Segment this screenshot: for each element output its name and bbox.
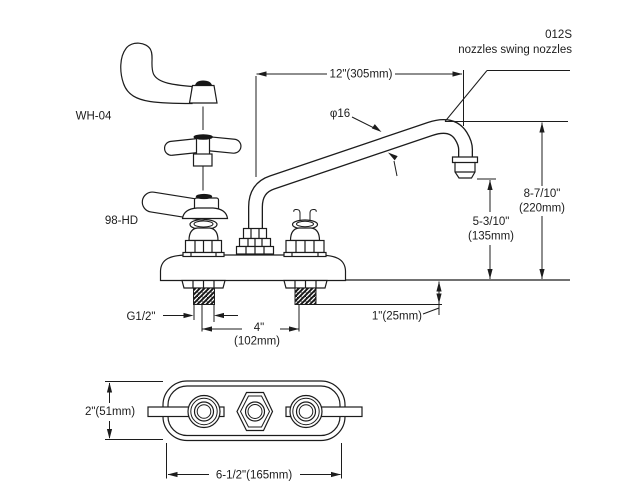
valve-hub-right (289, 394, 323, 429)
dim-spout-clearance: 5-3/10" (135mm) (468, 178, 514, 279)
dim-spout-clearance-in: 5-3/10" (473, 216, 510, 228)
dim-base-depth: 2"(51mm) (82, 381, 163, 440)
dim-shank-length: 1"(25mm) (316, 281, 442, 323)
swing-spout (248, 118, 474, 233)
threaded-shank-right (294, 287, 317, 305)
dim-spout-diameter: φ16 (330, 108, 398, 177)
spout-hex-base (236, 391, 274, 432)
spout-note-line1: 012S (545, 29, 572, 41)
top-view: 2"(51mm) 6-1/2"(165mm) (82, 380, 363, 482)
nozzle-tip (451, 156, 479, 179)
dim-shank-thread-label: G1/2" (126, 311, 155, 323)
dim-total-height-in: 8-7/10" (524, 188, 561, 200)
dim-shank-thread: G1/2" (126, 305, 238, 323)
dim-spout-reach-label: 12"(305mm) (330, 69, 393, 81)
handle-bar-left (147, 406, 225, 418)
dim-faucet-centers-mm: (102mm) (234, 336, 280, 348)
dim-shank-length-label: 1"(25mm) (372, 311, 422, 323)
threaded-shank-left (193, 287, 215, 305)
locknut-right (283, 279, 328, 289)
lever-handle-label: 98-HD (105, 215, 138, 227)
dim-base-width-label: 6-1/2"(165mm) (216, 470, 292, 482)
handle-bar-right (285, 406, 363, 418)
spout-note-line2: nozzles swing nozzles (458, 44, 572, 56)
dim-faucet-centers: 4" (102mm) (201, 305, 300, 348)
dim-total-height: 8-7/10" (220mm) (445, 121, 568, 279)
dim-base-width: 6-1/2"(165mm) (166, 443, 342, 482)
lever-handle (141, 191, 229, 221)
deck-body (159, 254, 347, 282)
dim-faucet-centers-in: 4" (254, 322, 264, 334)
dim-spout-diameter-label: φ16 (330, 108, 350, 120)
dim-base-depth-label: 2"(51mm) (85, 406, 135, 418)
valve-hub-left (187, 394, 221, 429)
cross-handle (163, 134, 242, 167)
spout-note-callout: 012S nozzles swing nozzles (444, 29, 572, 122)
dim-spout-clearance-mm: (135mm) (468, 231, 514, 243)
valve-bonnet-right (283, 208, 327, 258)
locknut-left (181, 279, 226, 289)
spout-base-stack (235, 227, 275, 255)
blade-handle-label: WH-04 (76, 111, 112, 123)
valve-bonnet-left (182, 218, 225, 258)
dim-total-height-mm: (220mm) (519, 203, 565, 215)
wrist-blade-handle (120, 42, 218, 105)
dim-spout-reach: 12"(305mm) (255, 66, 464, 177)
side-view: 12"(305mm) 012S nozzles swing nozzles φ1… (76, 29, 573, 348)
